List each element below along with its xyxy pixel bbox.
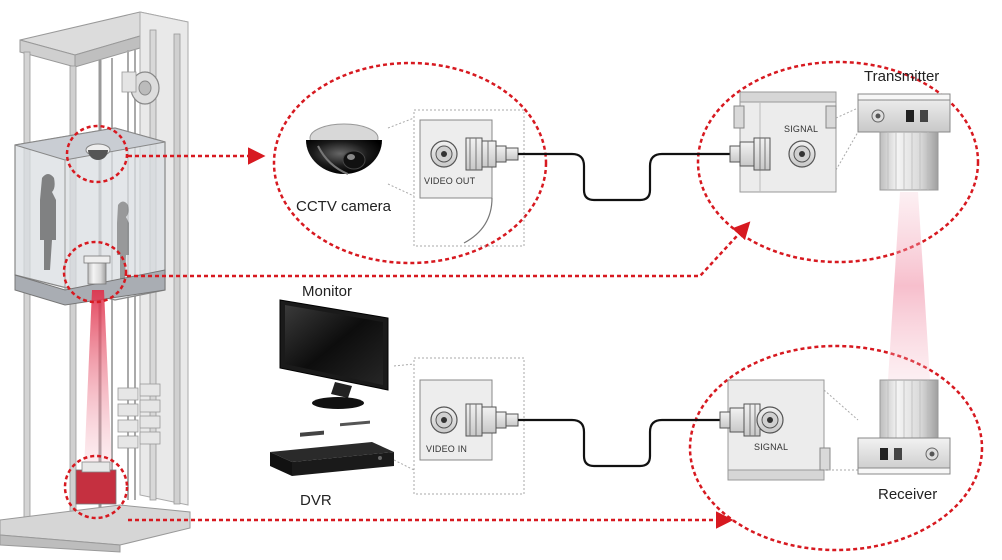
receiver-icon [857, 379, 951, 475]
highlight-circles [62, 60, 984, 552]
camera-group-highlight [272, 61, 548, 265]
label-video-in: VIDEO IN [426, 444, 468, 454]
receiver-group-highlight [688, 344, 984, 552]
bnc-connector-icon [719, 403, 784, 437]
transmitter-icon [857, 93, 951, 191]
dvr-icon [270, 420, 394, 476]
label-video-out: VIDEO OUT [424, 176, 476, 186]
shaft-transmitter-highlight [62, 240, 128, 304]
wireless-beam [888, 192, 930, 380]
label-transmitter: Transmitter [864, 68, 940, 85]
transmitter-signal-panel [733, 91, 859, 193]
label-receiver: Receiver [878, 486, 938, 503]
label-signal-receiver: SIGNAL [754, 442, 789, 452]
transmitter-group-highlight [696, 60, 980, 264]
arrow-transmitter [127, 221, 751, 278]
label-monitor: Monitor [302, 283, 353, 300]
label-signal-transmitter: SIGNAL [784, 124, 819, 134]
cable-camera-transmitter [518, 152, 730, 202]
dome-camera-icon [306, 123, 382, 175]
shaft-receiver-highlight [63, 454, 129, 520]
shaft-camera-highlight [65, 124, 129, 184]
connection-arrows [127, 147, 751, 529]
bnc-connector-icon [430, 137, 519, 171]
label-dvr: DVR [300, 492, 332, 509]
label-cctv-camera: CCTV camera [296, 198, 392, 215]
elevator-shaft-illustration [0, 11, 191, 553]
monitor-icon [279, 299, 389, 409]
bnc-connector-icon [729, 137, 816, 171]
cable-receiver-dvr [518, 418, 730, 468]
bnc-connector-icon [430, 403, 519, 437]
